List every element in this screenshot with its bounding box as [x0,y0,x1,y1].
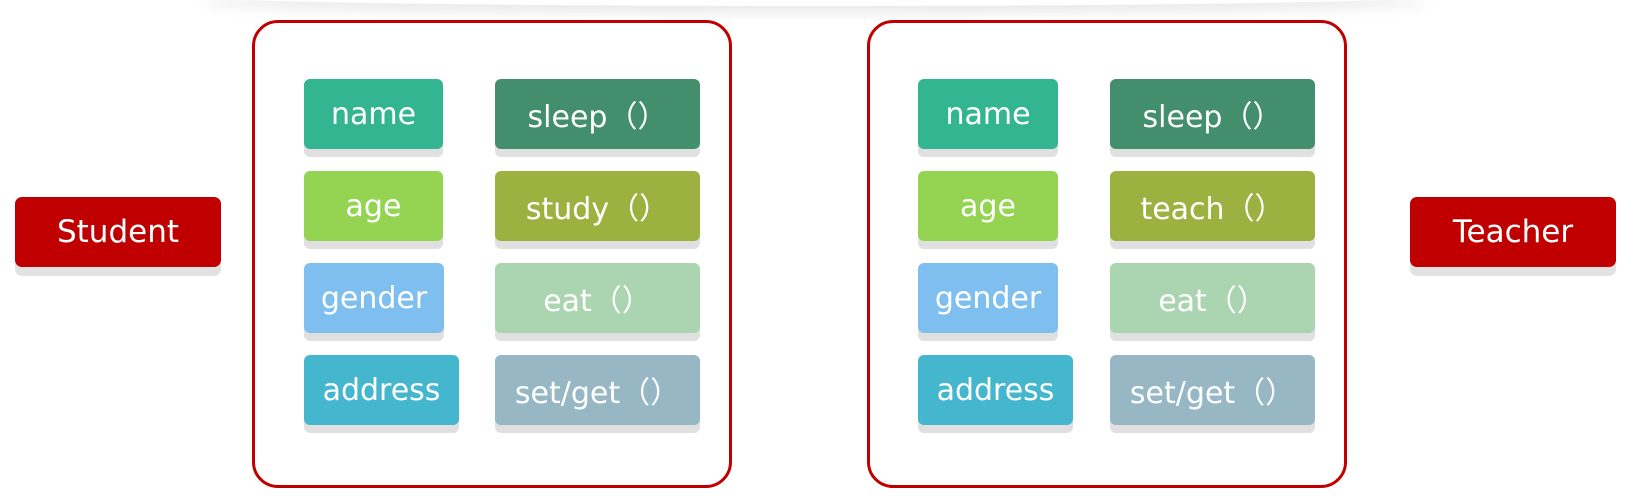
teacher-label: Teacher [1410,197,1616,267]
teacher-method-setget: set/get（） [1110,355,1315,425]
teacher-field-gender: gender [918,263,1058,333]
teacher-field-name: name [918,79,1058,149]
student-field-age-text: age [345,188,402,224]
student-method-setget-text: set/get（） [514,376,681,411]
teacher-field-gender-text: gender [934,280,1042,316]
teacher-field-age: age [918,171,1058,241]
student-method-sleep: sleep（） [495,79,700,149]
teacher-field-address: address [918,355,1073,425]
student-method-setget: set/get（） [495,355,700,425]
teacher-field-age-text: age [960,188,1016,224]
student-label: Student [15,197,221,267]
teacher-method-setget-text: set/get（） [1129,376,1296,411]
student-field-name-text: name [330,96,417,132]
student-method-study-text: study（） [525,192,670,227]
student-class-box: name age gender address sleep（） study（） … [252,20,732,488]
teacher-field-address-text: address [936,372,1055,408]
student-method-study: study（） [495,171,700,241]
teacher-label-text: Teacher [1452,214,1574,250]
teacher-method-teach: teach（） [1110,171,1315,241]
student-field-address-text: address [322,372,441,408]
teacher-class-box: name age gender address sleep（） teach（） … [867,20,1347,488]
teacher-method-sleep-text: sleep（） [1142,100,1283,135]
top-shadow-decoration [200,0,1430,6]
student-field-age: age [304,171,443,241]
teacher-method-teach-text: teach（） [1140,192,1285,227]
student-field-name: name [304,79,443,149]
teacher-method-eat-text: eat（） [1158,284,1267,319]
student-method-eat: eat（） [495,263,700,333]
student-label-text: Student [56,214,180,250]
student-method-eat-text: eat（） [543,284,652,319]
student-field-address: address [304,355,459,425]
teacher-field-name-text: name [945,96,1031,132]
student-method-sleep-text: sleep（） [527,100,668,135]
teacher-method-eat: eat（） [1110,263,1315,333]
student-field-gender-text: gender [320,280,428,316]
student-field-gender: gender [304,263,444,333]
teacher-method-sleep: sleep（） [1110,79,1315,149]
